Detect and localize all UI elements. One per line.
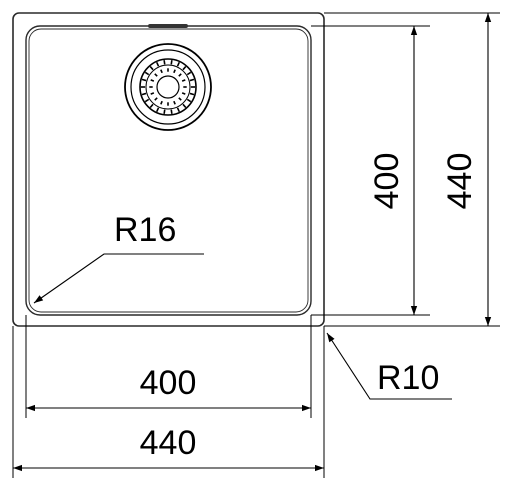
drain-hole <box>144 71 150 76</box>
overflow-slot <box>148 24 188 28</box>
drain-hole <box>173 69 176 74</box>
outer-radius-label: R10 <box>377 359 439 397</box>
drain-hole <box>141 92 147 96</box>
drain-hole <box>170 60 173 65</box>
leader-line-inner-radius <box>33 253 204 304</box>
drain-hole <box>181 92 186 95</box>
drain-hole <box>150 79 155 82</box>
drain-hole <box>154 97 158 101</box>
leader-line-outer-radius <box>326 332 452 400</box>
outer-rim <box>12 12 325 327</box>
drain-hole <box>186 71 192 76</box>
outer-height-label: 440 <box>441 153 479 210</box>
drain-hole <box>144 98 150 103</box>
drain-hole <box>163 109 166 114</box>
drain-hole <box>182 65 187 71</box>
drain-hole <box>178 73 182 77</box>
drain-hole <box>156 62 160 67</box>
drain-hole <box>186 98 192 103</box>
drain-hole <box>181 79 186 82</box>
drain-hole <box>156 107 160 112</box>
drain-hole <box>176 107 180 112</box>
drain-hole <box>176 62 180 67</box>
inner-height-label: 400 <box>368 153 406 210</box>
drain-hole <box>170 109 173 114</box>
drain-hole <box>141 78 147 82</box>
inner-width-label: 400 <box>140 364 197 402</box>
drain-hole <box>154 73 158 77</box>
drain-hole <box>150 92 155 95</box>
drain-hole <box>182 103 187 109</box>
drain-hole <box>178 97 182 101</box>
drain-hole <box>160 100 163 105</box>
drain-hole <box>160 69 163 74</box>
outer-width-label: 440 <box>140 424 197 462</box>
drain-hole <box>149 65 154 71</box>
drain-hole <box>163 60 166 65</box>
drain-hole <box>149 103 154 109</box>
inner-radius-label: R16 <box>114 211 176 249</box>
drain-hole <box>189 78 195 82</box>
drain-hole <box>189 92 195 96</box>
drain-strainer <box>124 43 212 131</box>
drain-hole <box>173 100 176 105</box>
inner-bowl-edge <box>28 28 309 313</box>
